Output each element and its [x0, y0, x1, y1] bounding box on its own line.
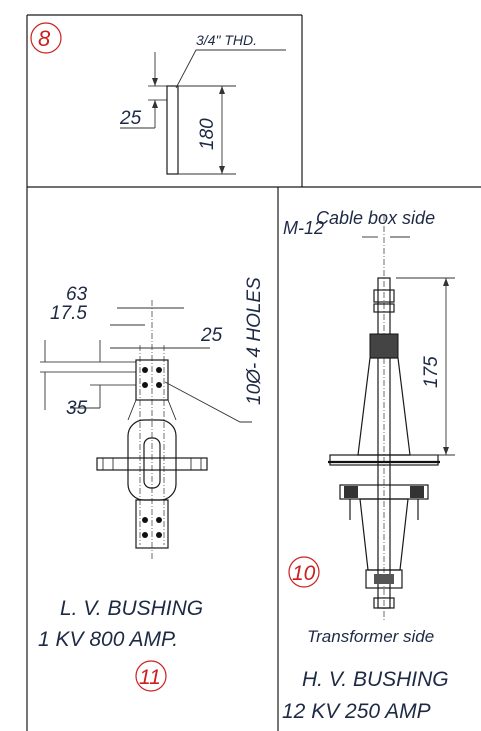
lv-title-line1: L. V. BUSHING	[60, 597, 203, 620]
dim-180: 180	[197, 118, 218, 150]
transformer-side-label: Transformer side	[307, 627, 434, 646]
dim-17-5: 17.5	[50, 303, 87, 324]
item-11-circle	[135, 660, 167, 692]
dim-63: 63	[66, 284, 88, 305]
hv-title-line1: H. V. BUSHING	[302, 668, 449, 691]
cable-box-label: Cable box side	[316, 208, 435, 228]
dim-35: 35	[66, 398, 88, 419]
m12-label: M-12	[283, 218, 324, 238]
holes-label: 10Ø- 4 HOLES	[244, 277, 265, 405]
item-11-number: 11	[139, 666, 161, 689]
lv-bushing-drawing	[40, 300, 252, 560]
hv-bushing-drawing	[328, 215, 455, 620]
item-10-number: 10	[292, 562, 316, 585]
hv-title-line2: 12 KV 250 AMP	[282, 700, 431, 723]
stud-rod	[166, 85, 179, 175]
item-8-circle	[30, 22, 62, 54]
lv-title-line2: 1 KV 800 AMP.	[38, 628, 178, 651]
panel-borders	[26, 14, 481, 731]
item-8-number: 8	[38, 26, 51, 51]
dim-175: 175	[421, 356, 442, 388]
dim-25-lv: 25	[200, 325, 223, 346]
dim-25-top: 25	[119, 108, 142, 129]
stud-drawing	[120, 49, 286, 175]
item-10-circle	[288, 556, 320, 588]
thread-label: 3/4" THD.	[196, 32, 257, 48]
